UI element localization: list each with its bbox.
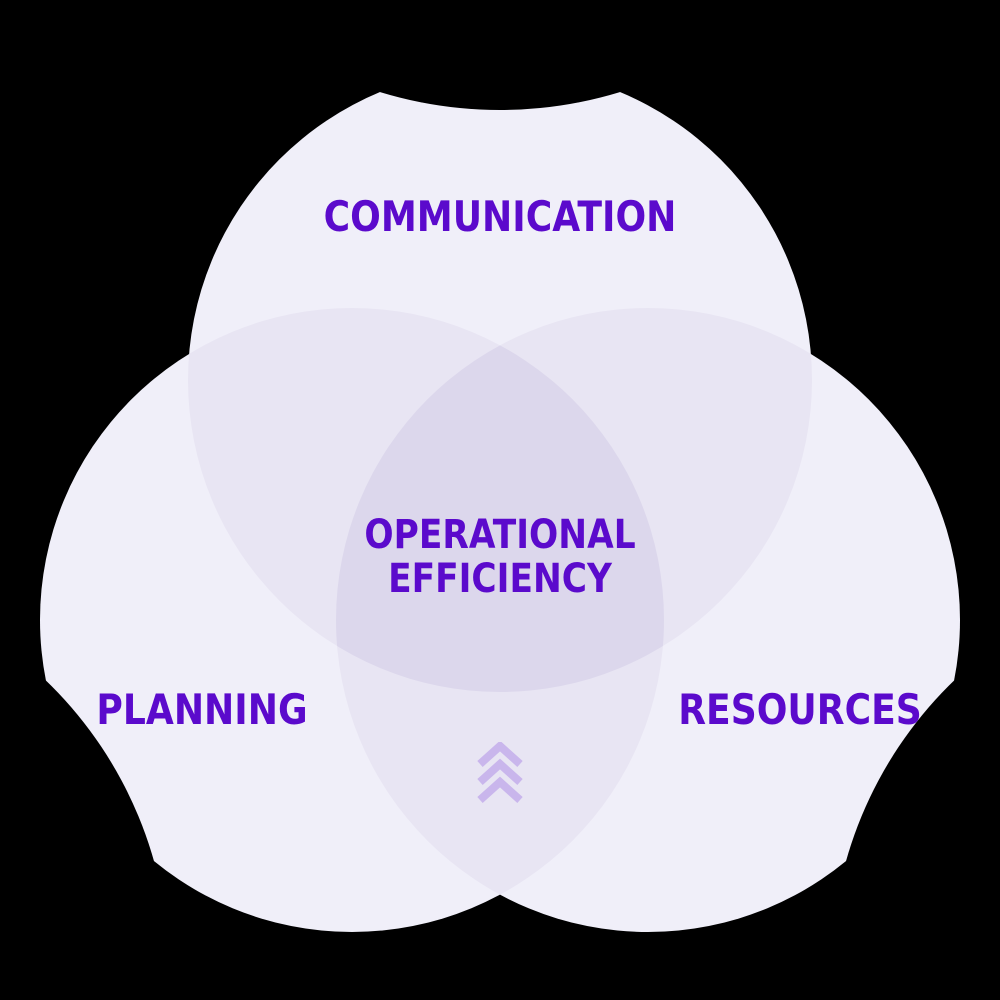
label-planning: PLANNING — [96, 685, 308, 734]
label-operational-efficiency: OPERATIONAL EFFICIENCY — [328, 513, 672, 601]
overlap-center — [336, 308, 664, 692]
center-line-1: OPERATIONAL — [364, 512, 636, 558]
triple-chevron-up-icon — [477, 742, 523, 803]
label-resources: RESOURCES — [678, 685, 922, 734]
center-line-2: EFFICIENCY — [388, 556, 612, 602]
label-communication: COMMUNICATION — [323, 192, 677, 241]
